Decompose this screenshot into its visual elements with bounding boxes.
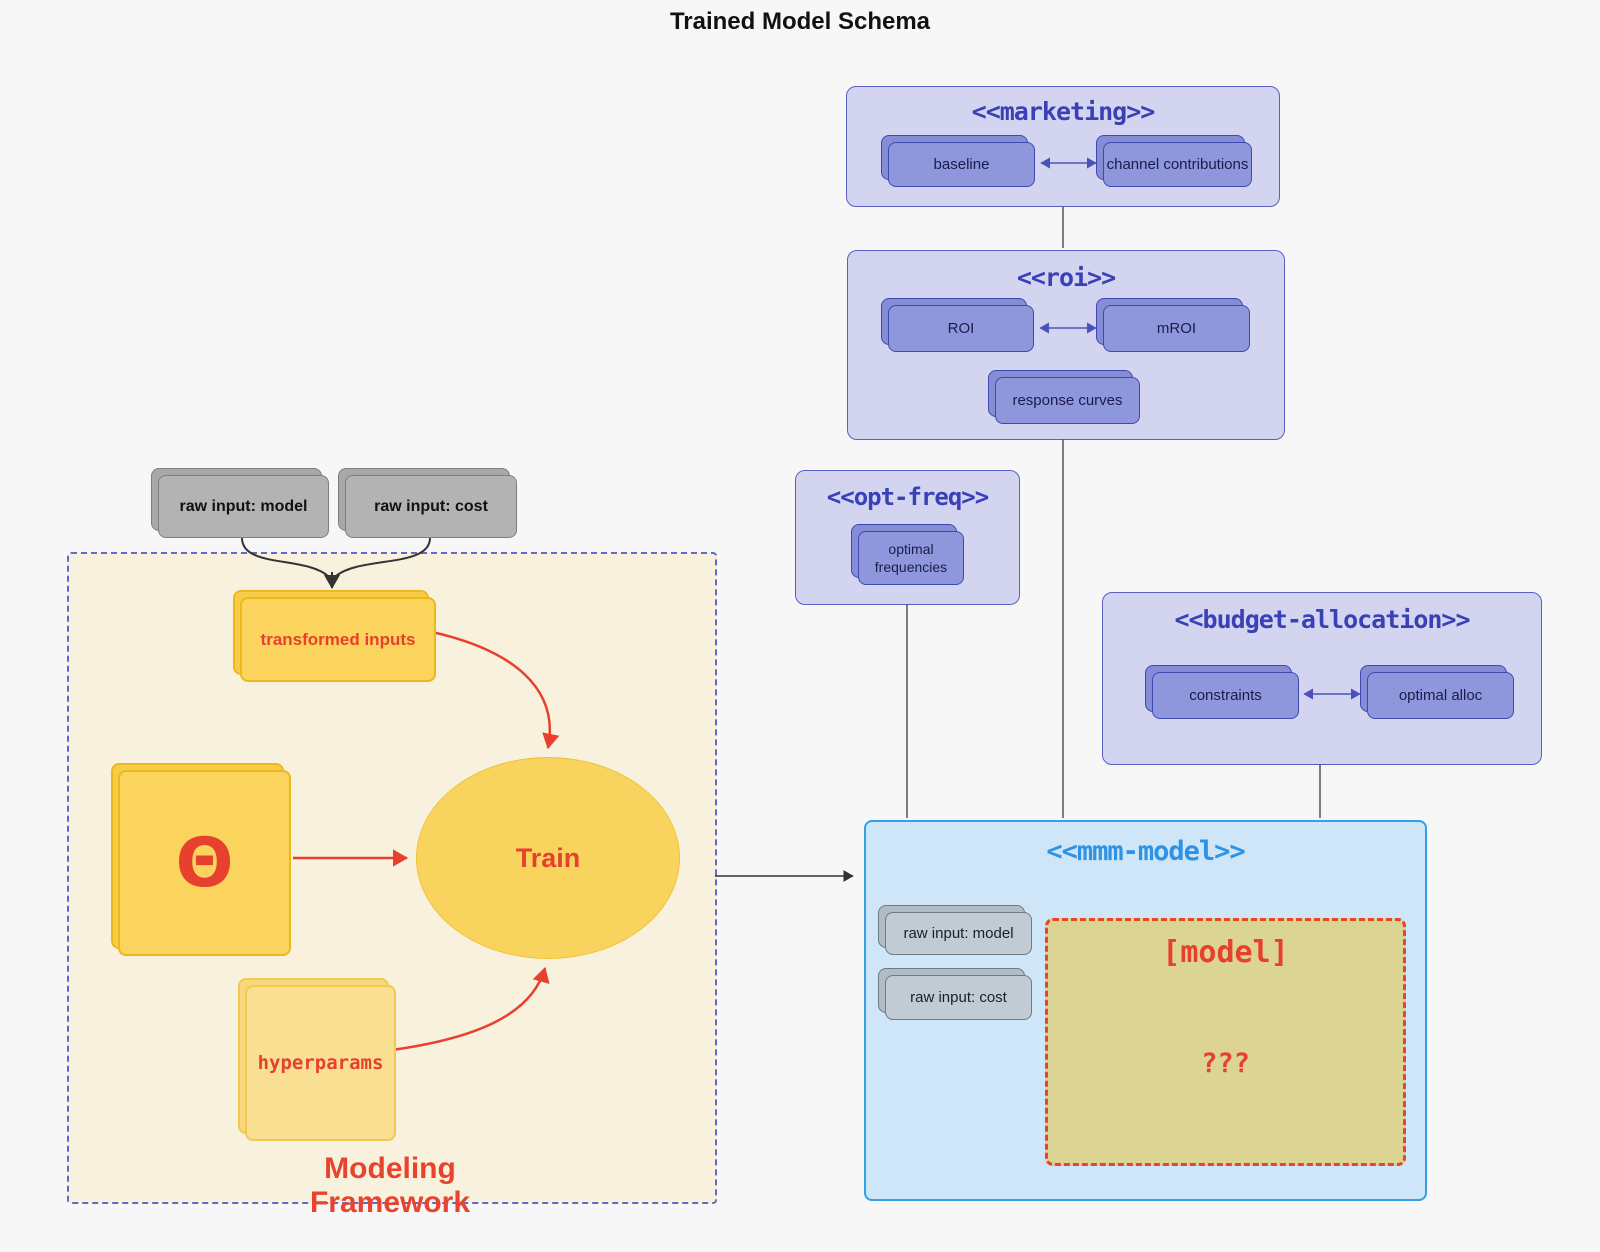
- optimal-frequencies-label: optimal frequencies: [858, 531, 964, 585]
- budget-allocation-package-title: <<budget-allocation>>: [1174, 605, 1470, 634]
- modeling-framework-label: Modeling Framework: [309, 1152, 471, 1219]
- channel-contributions-node: channel contributions: [1096, 135, 1252, 187]
- channel-contributions-label: channel contributions: [1103, 142, 1252, 187]
- theta-label: Θ: [118, 770, 291, 956]
- baseline-label: baseline: [888, 142, 1035, 187]
- raw-input-cost-node: raw input: cost: [338, 468, 517, 538]
- edge-rawcost-transformed: [335, 537, 431, 577]
- raw-input-cost-label: raw input: cost: [345, 475, 517, 538]
- constraints-node: constraints: [1145, 665, 1299, 719]
- baseline-node: baseline: [881, 135, 1035, 187]
- diagram-title: Trained Model Schema: [669, 8, 931, 35]
- roi-package-title: <<roi>>: [1016, 263, 1116, 292]
- train-label: Train: [515, 842, 581, 873]
- mmm-raw-input-model-label: raw input: model: [885, 912, 1032, 955]
- model-unknown-label: ???: [1201, 1048, 1250, 1079]
- train-node: Train: [416, 757, 680, 959]
- mroi-label: mROI: [1103, 305, 1250, 352]
- edge-rawmodel-transformed: [241, 537, 329, 577]
- mmm-raw-input-cost-node: raw input: cost: [878, 968, 1032, 1020]
- optimal-alloc-node: optimal alloc: [1360, 665, 1514, 719]
- transformed-inputs-node: transformed inputs: [233, 590, 436, 682]
- mmm-raw-input-cost-label: raw input: cost: [885, 975, 1032, 1020]
- marketing-package-title: <<marketing>>: [971, 97, 1156, 126]
- transformed-inputs-label: transformed inputs: [240, 597, 436, 682]
- model-placeholder-node: [model] ???: [1045, 918, 1406, 1166]
- model-placeholder-label: [model]: [1162, 935, 1289, 970]
- hyperparams-node: hyperparams: [238, 978, 396, 1141]
- constraints-label: constraints: [1152, 672, 1299, 719]
- theta-node: Θ: [111, 763, 291, 956]
- mmm-model-package-title: <<mmm-model>>: [1046, 836, 1245, 867]
- edge-hyperparams-train: [391, 966, 550, 1052]
- roi-node: ROI: [881, 298, 1034, 352]
- response-curves-node: response curves: [988, 370, 1140, 424]
- optimal-frequencies-node: optimal frequencies: [851, 524, 964, 585]
- opt-freq-package-title: <<opt-freq>>: [826, 483, 989, 511]
- optimal-alloc-label: optimal alloc: [1367, 672, 1514, 719]
- response-curves-label: response curves: [995, 377, 1140, 424]
- roi-label: ROI: [888, 305, 1034, 352]
- hyperparams-label: hyperparams: [245, 985, 396, 1141]
- mmm-raw-input-model-node: raw input: model: [878, 905, 1032, 955]
- edge-transformed-train: [431, 630, 560, 750]
- raw-input-model-node: raw input: model: [151, 468, 329, 538]
- raw-input-model-label: raw input: model: [158, 475, 329, 538]
- mroi-node: mROI: [1096, 298, 1250, 352]
